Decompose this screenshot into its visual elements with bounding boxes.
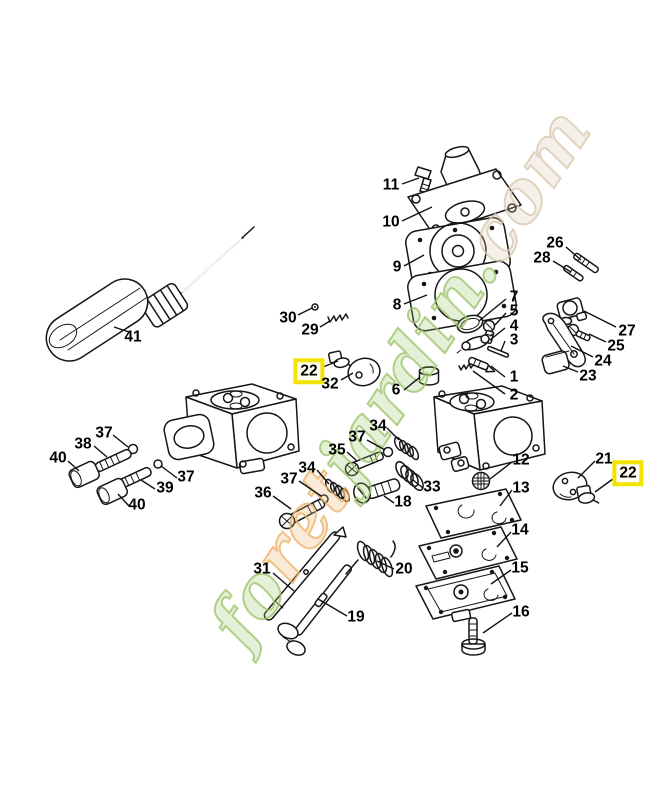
part-label-3-17[interactable]: 3	[509, 331, 519, 349]
part-label-9-2[interactable]: 9	[392, 258, 402, 276]
part-drawing-4-lever-assembly	[456, 332, 495, 354]
part-drawing-27-valve	[556, 297, 588, 326]
part-label-25-7[interactable]: 25	[607, 337, 625, 355]
part-label-39-25[interactable]: 39	[156, 479, 174, 497]
part-label-30-10[interactable]: 30	[279, 309, 297, 327]
part-drawing-14-diaphragm	[418, 526, 518, 580]
part-label-28-5[interactable]: 28	[533, 249, 551, 267]
part-label-38-22[interactable]: 38	[74, 435, 92, 453]
part-drawing-35-screw	[344, 451, 384, 477]
part-label-6-20[interactable]: 6	[391, 381, 401, 399]
part-drawing-right-carburetor-body	[433, 385, 546, 472]
part-drawing-6-cylinder	[418, 366, 440, 386]
part-label-34-27[interactable]: 34	[369, 417, 387, 435]
part-label-26-4[interactable]: 26	[546, 234, 564, 252]
part-drawing-36-screw	[278, 498, 326, 530]
part-label-12-35[interactable]: 12	[512, 451, 530, 469]
part-drawing-12-screen	[471, 471, 491, 491]
part-drawing-7-ring	[456, 314, 484, 334]
part-label-36-32[interactable]: 36	[254, 484, 272, 502]
part-drawing-1-needle	[467, 356, 496, 373]
part-label-33-33[interactable]: 33	[423, 478, 441, 496]
part-label-37-21[interactable]: 37	[95, 424, 113, 442]
part-label-40-26[interactable]: 40	[128, 496, 146, 514]
part-drawing-left-carburetor-body	[163, 383, 300, 475]
part-label-29-11[interactable]: 29	[301, 321, 319, 339]
part-drawing-13-gasket	[425, 488, 522, 539]
part-drawing-41-screwdriver	[45, 226, 255, 362]
part-label-11-0[interactable]: 11	[382, 176, 400, 194]
part-label-23-9[interactable]: 23	[579, 367, 597, 385]
part-drawing-29-spring	[327, 313, 349, 323]
part-label-41-45[interactable]: 41	[124, 328, 142, 346]
part-label-32-13[interactable]: 32	[321, 375, 339, 393]
part-drawing-22-screw-right	[576, 484, 600, 504]
part-drawing-37-oring-c	[382, 446, 394, 458]
part-drawings	[45, 145, 600, 656]
part-label-14-37[interactable]: 14	[511, 521, 529, 539]
part-label-1-18[interactable]: 1	[509, 368, 519, 386]
part-drawing-19-shaft	[277, 564, 352, 656]
part-drawing-15-cover	[415, 565, 516, 623]
part-drawing-34-spring-b	[324, 478, 351, 503]
part-label-31-42[interactable]: 31	[253, 560, 271, 578]
part-label-10-1[interactable]: 10	[382, 213, 400, 231]
part-label-16-39[interactable]: 16	[512, 603, 530, 621]
part-label-37-24[interactable]: 37	[177, 468, 195, 486]
part-drawing-33-spring	[395, 460, 424, 492]
part-label-37-31[interactable]: 37	[280, 470, 298, 488]
part-drawing-37-oring-a	[127, 443, 139, 455]
part-label-20-43[interactable]: 20	[395, 560, 413, 578]
part-label-24-8[interactable]: 24	[594, 352, 612, 370]
part-label-35-29[interactable]: 35	[328, 441, 346, 459]
part-drawing-30-ball	[311, 303, 319, 311]
part-label-37-28[interactable]: 37	[348, 428, 366, 446]
part-label-21-40[interactable]: 21	[595, 450, 613, 468]
part-label-40-23[interactable]: 40	[49, 449, 67, 467]
part-label-7-14[interactable]: 7	[509, 288, 519, 306]
part-label-13-36[interactable]: 13	[512, 479, 530, 497]
part-label-18-34[interactable]: 18	[394, 493, 412, 511]
part-drawing-16-screw	[461, 617, 486, 656]
part-drawing-18-screw	[353, 478, 401, 504]
part-drawing-3-pin	[486, 345, 510, 358]
part-label-4-16[interactable]: 4	[509, 317, 519, 335]
part-drawing-2-spring	[458, 363, 474, 371]
part-drawing-40-cap-b	[96, 477, 129, 506]
part-label-19-44[interactable]: 19	[347, 608, 365, 626]
part-drawing-20-spring	[345, 540, 396, 578]
part-label-22-highlighted-41[interactable]: 22	[612, 460, 644, 486]
part-label-22-highlighted-12[interactable]: 22	[293, 358, 325, 384]
part-drawing-31-shaft	[263, 526, 347, 621]
part-label-34-30[interactable]: 34	[298, 459, 316, 477]
part-label-8-3[interactable]: 8	[392, 296, 402, 314]
leader-lines	[67, 177, 618, 634]
part-label-5-15[interactable]: 5	[509, 302, 519, 320]
part-label-2-19[interactable]: 2	[509, 386, 519, 404]
part-drawing-34-spring-a	[393, 436, 420, 461]
part-drawing-10-cover	[407, 145, 522, 235]
part-label-15-38[interactable]: 15	[511, 559, 529, 577]
part-label-27-6[interactable]: 27	[618, 322, 636, 340]
part-drawing-23-block	[541, 350, 570, 375]
part-drawing-37-oring-b	[153, 459, 163, 469]
